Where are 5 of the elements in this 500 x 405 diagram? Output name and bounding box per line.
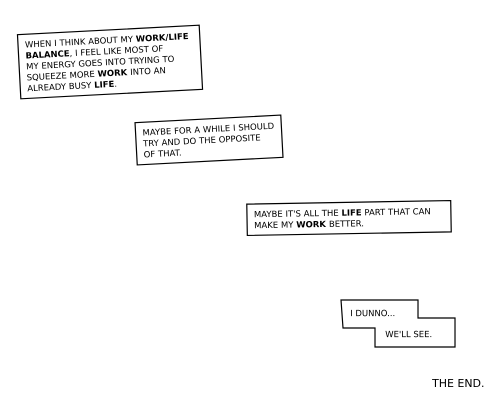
caption-box: MAYBE FOR A WHILE I SHOULD TRY AND DO THE OPPOSITE OF THAT. [134, 114, 284, 166]
caption-box: I DUNNO... WE'LL SEE. [340, 299, 456, 348]
caption-box: MAYBE IT'S ALL THE LIFE PART THAT CAN MAKE MY WORK BETTER. [246, 200, 452, 236]
caption-box: WHEN I THINK ABOUT MY WORK/LIFE BALANCE, I FEEL LIKE MOST OF MY ENERGY GOES INTO TRYING TO SQUEEZE MORE WORK INTO AN ALREADY BUSY LIFE. [16, 24, 204, 100]
end-text: THE END. [432, 379, 484, 387]
